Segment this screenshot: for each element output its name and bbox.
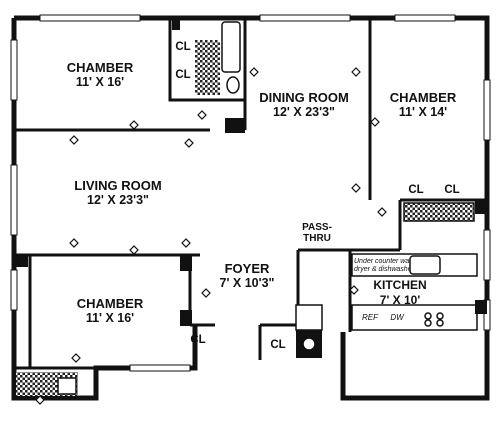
dishwasher-label: DW bbox=[390, 313, 404, 322]
room-size: 7' X 10'3" bbox=[219, 276, 275, 290]
room-size: 11' X 16' bbox=[75, 75, 125, 89]
refrigerator-label: REF bbox=[362, 313, 378, 322]
kitchen-appliance-note: Under counter washer dryer & dishwasher bbox=[354, 258, 410, 274]
windows bbox=[10, 14, 491, 372]
kitchen-counters bbox=[351, 202, 478, 331]
closet-label: CL bbox=[444, 184, 460, 196]
closet-label: CL bbox=[408, 184, 424, 196]
pass-thru-label: PASS- THRU bbox=[296, 222, 338, 244]
kitchen-note-line1: Under counter washer bbox=[354, 258, 410, 265]
bathroom-bottom bbox=[12, 366, 98, 400]
room-label-dining-room: DINING ROOM 12' X 23'3" bbox=[250, 90, 358, 120]
bathroom-top bbox=[168, 16, 247, 133]
room-name: CHAMBER bbox=[66, 60, 134, 75]
closet-label: CL bbox=[175, 41, 191, 53]
room-label-foyer: FOYER 7' X 10'3" bbox=[207, 261, 287, 291]
pass-thru-line1: PASS- bbox=[302, 222, 332, 233]
room-name: CHAMBER bbox=[389, 90, 457, 105]
pass-thru-opening bbox=[295, 304, 323, 358]
closet-label: CL bbox=[175, 69, 191, 81]
kitchen-note-line2: dryer & dishwasher bbox=[354, 266, 410, 273]
room-label-chamber-bottom-left: CHAMBER 11' X 16' bbox=[70, 296, 150, 326]
room-size: 7' X 10' bbox=[379, 293, 421, 307]
room-label-living-room: LIVING ROOM 12' X 23'3" bbox=[62, 178, 174, 208]
room-label-kitchen: KITCHEN 7' X 10' bbox=[364, 278, 436, 308]
room-label-chamber-top-left: CHAMBER 11' X 16' bbox=[60, 60, 140, 90]
room-name: LIVING ROOM bbox=[74, 178, 162, 193]
room-name: FOYER bbox=[224, 261, 270, 276]
closet-label: CL bbox=[190, 334, 206, 346]
room-size: 11' X 16' bbox=[85, 311, 135, 325]
columns bbox=[14, 200, 487, 326]
closet-label: CL bbox=[270, 339, 286, 351]
room-label-chamber-top-right: CHAMBER 11' X 14' bbox=[380, 90, 466, 120]
pass-thru-line2: THRU bbox=[303, 233, 331, 244]
room-name: DINING ROOM bbox=[259, 90, 349, 105]
room-size: 11' X 14' bbox=[398, 105, 448, 119]
room-name: CHAMBER bbox=[76, 296, 144, 311]
room-size: 12' X 23'3" bbox=[273, 105, 335, 119]
room-size: 12' X 23'3" bbox=[87, 193, 149, 207]
room-name: KITCHEN bbox=[373, 278, 427, 292]
outlet-icon bbox=[35, 67, 387, 405]
